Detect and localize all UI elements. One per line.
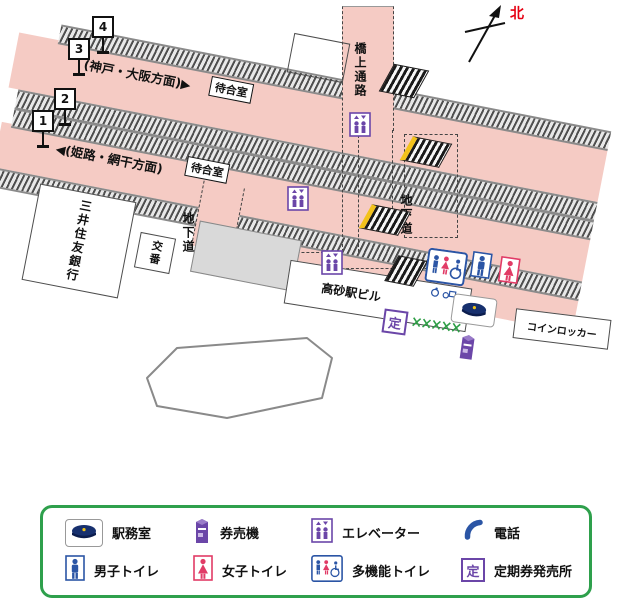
mens-toilet-icon <box>65 555 85 585</box>
legend-label-phone: 電話 <box>494 527 521 543</box>
police-box-label: 交番 <box>146 239 165 268</box>
concourse-dashed-link <box>346 268 428 269</box>
legend-label-elevator: エレベーター <box>342 527 421 543</box>
legend-item-phone: 電話 <box>461 518 575 548</box>
passage-dashed-line-left <box>342 130 343 252</box>
teiki-icon-map: 定 <box>381 308 409 336</box>
bridge-passage-label: 橋上通路 <box>353 42 367 98</box>
womens-toilet-icon <box>193 555 213 585</box>
legend-item-teiki: 定 定期券発売所 <box>461 558 575 583</box>
legend: 駅務室 券売機 エレベーター 電話 男子トイレ <box>40 505 592 598</box>
platform-sign-2-number: 2 <box>54 88 76 110</box>
phone-icon <box>461 518 485 548</box>
bridge-passage-band <box>342 6 394 131</box>
platform-sign-4-pole <box>101 38 105 51</box>
station-building-label: 高砂駅ビル <box>320 280 382 304</box>
north-label: 北 <box>510 6 524 22</box>
platform-sign-1: 1 <box>32 110 54 148</box>
police-box-building: 交番 <box>133 231 177 275</box>
womens-toilet-icon-map <box>497 255 521 288</box>
station-office-cap-icon <box>461 302 487 317</box>
elevator-icon-concourse <box>321 250 343 279</box>
platform-sign-4-number: 4 <box>92 16 114 38</box>
platform-sign-2-base <box>59 123 71 126</box>
platform-sign-2: 2 <box>54 88 76 126</box>
legend-item-ticket-machine: 券売機 <box>193 518 311 548</box>
mens-toilet-icon-map <box>469 250 493 283</box>
platform-sign-2-pole <box>63 110 67 123</box>
passage-dashed-line-mid <box>358 130 359 252</box>
multifunction-toilet-icon <box>311 554 343 586</box>
station-office-box <box>450 293 498 328</box>
elevator-icon <box>311 518 333 547</box>
platform-sign-3-base <box>73 73 85 76</box>
platform-sign-3: 3 <box>68 38 90 76</box>
station-plaza-outline <box>146 337 333 419</box>
platform-sign-3-pole <box>77 60 81 73</box>
passage-dashed-line-right <box>392 130 393 234</box>
legend-label-womens-toilet: 女子トイレ <box>222 564 288 580</box>
ticket-machine-icon-map <box>456 333 478 365</box>
legend-item-elevator: エレベーター <box>311 518 461 547</box>
legend-label-station-office: 駅務室 <box>112 527 152 543</box>
legend-label-ticket-machine: 券売機 <box>220 527 260 543</box>
elevator-icon-platform <box>287 186 309 215</box>
platform-sign-1-base <box>37 145 49 148</box>
legend-teiki-symbol: 定 <box>466 564 480 580</box>
station-office-cap-icon <box>65 518 103 547</box>
elevator-icon-bridge <box>349 112 371 141</box>
underpass-left-label: 地下道 <box>181 212 195 254</box>
legend-item-station-office: 駅務室 <box>65 518 193 547</box>
legend-label-teiki: 定期券発売所 <box>494 564 573 580</box>
platform-sign-4-base <box>97 51 109 54</box>
legend-item-mens-toilet: 男子トイレ <box>65 555 193 585</box>
ticket-machine-icon <box>193 518 211 548</box>
legend-label-mens-toilet: 男子トイレ <box>94 564 160 580</box>
legend-item-womens-toilet: 女子トイレ <box>193 555 311 585</box>
coin-locker-label: コインロッカー <box>526 321 598 341</box>
platform-sign-1-pole <box>41 132 45 145</box>
platform-sign-1-number: 1 <box>32 110 54 132</box>
teiki-icon: 定 <box>461 558 485 583</box>
legend-label-multifunction-toilet: 多機能トイレ <box>352 564 431 580</box>
bank-label: 三井住友銀行 <box>63 198 94 284</box>
platform-sign-3-number: 3 <box>68 38 90 60</box>
teiki-symbol-map: 定 <box>387 315 403 333</box>
bank-building: 三井住友銀行 <box>21 183 137 299</box>
platform-sign-4: 4 <box>92 16 114 54</box>
stair-area-dashed-outline <box>404 134 458 238</box>
legend-item-multifunction-toilet: 多機能トイレ <box>311 554 461 586</box>
hedge-marks <box>411 312 463 338</box>
north-arrow-icon <box>464 5 506 63</box>
multifunction-toilet-icon-map <box>424 247 469 290</box>
compass: 北 <box>455 0 525 70</box>
